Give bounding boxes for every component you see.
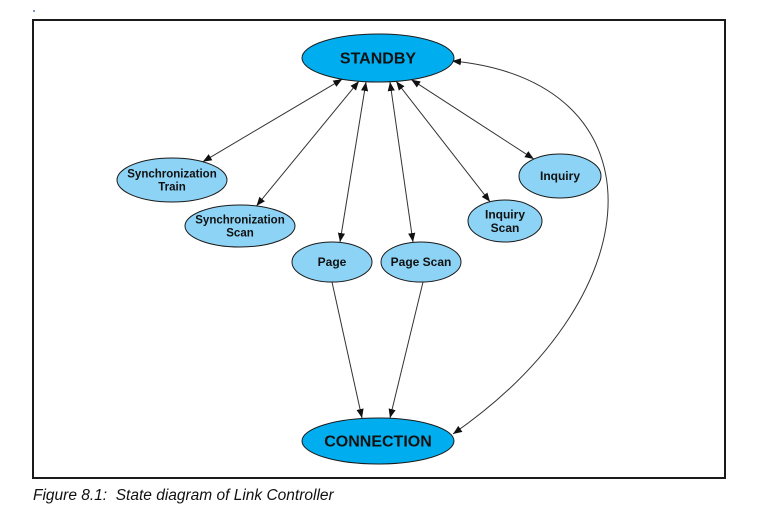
state-ellipse — [467, 199, 543, 243]
state-label: Inquiry — [540, 169, 580, 183]
state-label: Train — [158, 181, 185, 193]
state-label: Synchronization — [127, 169, 216, 181]
edge-page-scan-to-connection — [388, 281, 424, 419]
state-ellipse — [291, 241, 373, 283]
state-node-page-scan: Page Scan — [380, 241, 462, 283]
state-node-page: Page — [291, 241, 373, 283]
state-node-standby: STANDBY — [301, 33, 455, 83]
state-label: Page — [318, 255, 347, 269]
state-node-inquiry: Inquiry — [518, 153, 602, 199]
edge-standby-to-inquiry — [411, 79, 535, 160]
state-ellipse — [116, 157, 228, 203]
nodes-layer: STANDBYSynchronizationTrainSynchronizati… — [116, 33, 602, 465]
state-label: Synchronization — [195, 215, 284, 227]
stray-dot — [33, 10, 35, 12]
edge-standby-to-page-scan — [387, 81, 416, 243]
edge-page-to-connection — [331, 281, 364, 419]
state-ellipse — [380, 241, 462, 283]
state-label: Inquiry — [485, 208, 525, 222]
edge-standby-to-inquiry-scan — [395, 80, 491, 203]
state-ellipse — [518, 153, 602, 199]
figure-caption: Figure 8.1: State diagram of Link Contro… — [33, 487, 334, 504]
state-ellipse — [184, 204, 296, 248]
state-ellipse — [301, 33, 455, 83]
edge-standby-to-connection — [451, 58, 609, 435]
state-label: Scan — [491, 221, 520, 235]
state-label: Page Scan — [391, 255, 452, 269]
state-label: Scan — [226, 227, 254, 239]
edges-layer — [202, 58, 609, 435]
edge-standby-to-page — [337, 81, 369, 243]
state-node-connection: CONNECTION — [301, 417, 455, 465]
figure-frame — [32, 19, 726, 479]
state-label: CONNECTION — [324, 434, 432, 451]
state-label: STANDBY — [340, 51, 416, 68]
edge-standby-to-sync-train — [202, 78, 343, 163]
state-ellipse — [301, 417, 455, 465]
